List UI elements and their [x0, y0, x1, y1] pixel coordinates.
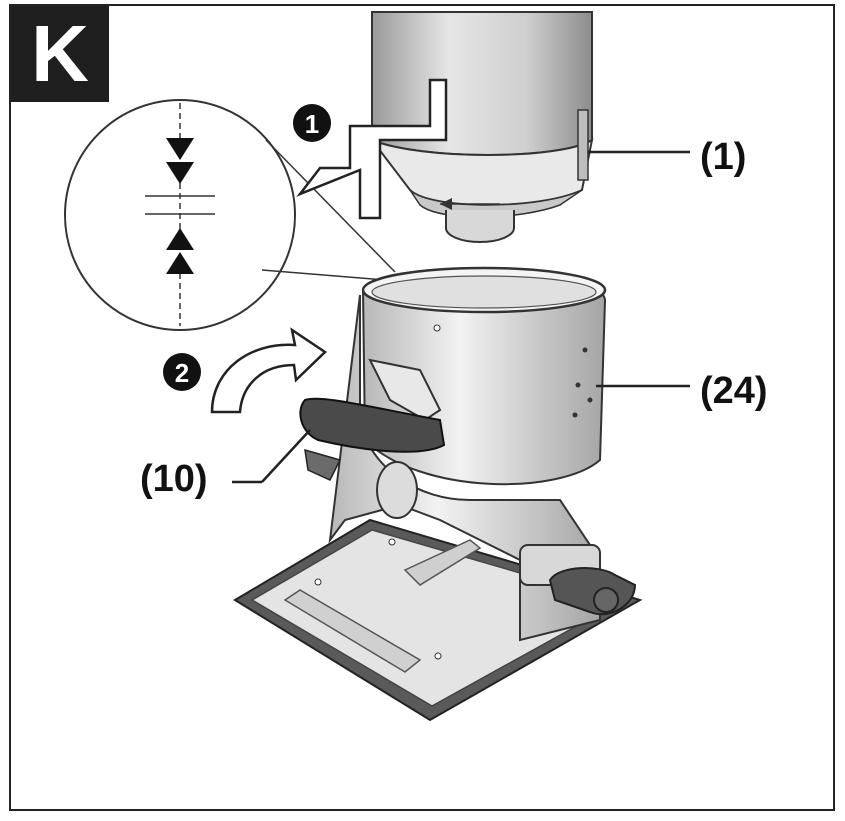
callout-part-1: (1) [700, 136, 747, 178]
step-1-marker: 1 [293, 104, 331, 142]
router-motor [368, 11, 690, 243]
step-2-arrow [210, 327, 327, 414]
callout-part-24: (24) [700, 370, 768, 412]
arrow-up-icon [166, 228, 194, 250]
arrow-down-icon [166, 138, 194, 160]
callout-part-10: (10) [140, 458, 208, 500]
panel-letter-badge: K [11, 6, 109, 102]
step-2-marker: 2 [163, 353, 201, 391]
clamp-lever [232, 358, 446, 484]
figure-frame [9, 4, 835, 811]
arrow-up-icon [166, 252, 194, 274]
arrow-down-icon [166, 162, 194, 184]
detail-magnifier [64, 99, 396, 331]
step-1-arrow [296, 78, 448, 220]
step-1-number: 1 [305, 109, 319, 139]
step-2-number: 2 [175, 358, 189, 388]
